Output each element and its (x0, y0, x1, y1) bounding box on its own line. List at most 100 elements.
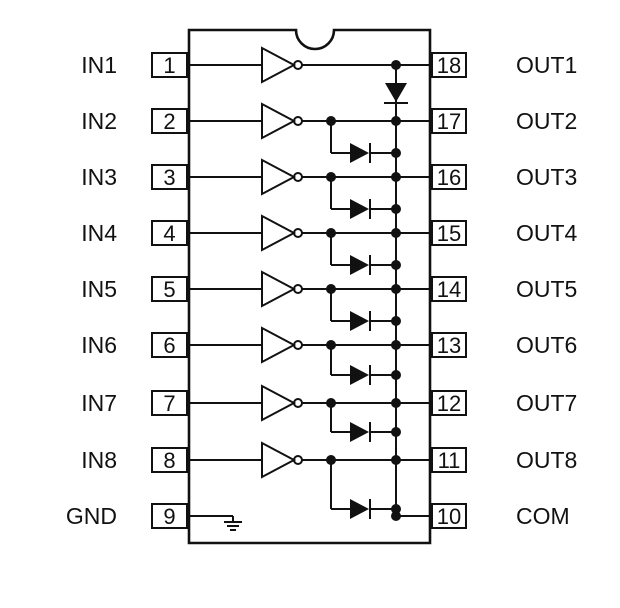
diode-icon (350, 255, 369, 275)
pin-number: 2 (163, 109, 175, 134)
driver-channel (187, 326, 396, 364)
pin-box (431, 220, 467, 246)
left-pin: IN8 8 (81, 447, 188, 473)
driver-channel (187, 46, 396, 84)
driver-channel (187, 214, 396, 252)
right-pin: 14 OUT5 (391, 276, 577, 302)
right-pin: 10 COM (391, 503, 570, 529)
pin-box (431, 276, 467, 302)
driver-channel (187, 158, 396, 196)
clamp-diode (330, 345, 401, 385)
right-pin: 17 OUT2 (391, 108, 577, 134)
pin-number: 7 (163, 391, 175, 416)
right-pin: 11 OUT8 (391, 447, 577, 473)
clamp-diode (330, 121, 401, 163)
inverter-icon (261, 270, 297, 308)
driver-channel (187, 441, 396, 479)
left-pin: IN7 7 (81, 390, 188, 416)
pin-label: OUT6 (516, 332, 577, 358)
pin-box (431, 447, 467, 473)
left-pin: GND 9 (66, 503, 188, 529)
right-pin: 16 OUT3 (391, 164, 577, 190)
inverter-icon (261, 102, 297, 140)
left-pin: IN2 2 (81, 108, 188, 134)
inverter-icon (261, 158, 297, 196)
left-pin: IN4 4 (81, 220, 188, 246)
pin-label: GND (66, 503, 117, 529)
pin-box (431, 164, 467, 190)
pin-label: IN6 (81, 332, 117, 358)
pin-number: 11 (438, 448, 461, 473)
pin-label: IN4 (81, 220, 117, 246)
clamp-diode (384, 83, 408, 104)
pin-label: IN8 (81, 447, 117, 473)
pin-number: 16 (437, 165, 461, 190)
junction-dot (391, 427, 401, 437)
pin-number: 8 (163, 448, 175, 473)
diode-icon (385, 83, 407, 102)
junction-dot (391, 260, 401, 270)
pin-number: 10 (437, 504, 461, 529)
clamp-diode (330, 289, 401, 331)
diode-icon (350, 143, 369, 163)
inverter-icon (261, 384, 297, 422)
driver-channel (187, 384, 396, 422)
junction-dot (391, 148, 401, 158)
diode-icon (350, 311, 369, 331)
pin-number: 17 (437, 109, 461, 134)
pin-box (431, 503, 467, 529)
diode-icon (350, 365, 369, 385)
pin-label: COM (516, 503, 570, 529)
ground-icon (187, 515, 242, 531)
diode-icon (350, 199, 369, 219)
right-pin: 18 OUT1 (391, 52, 577, 78)
left-pin: IN3 3 (81, 164, 188, 190)
pin-label: IN2 (81, 108, 117, 134)
clamp-diode (330, 233, 401, 275)
pin-label: OUT7 (516, 390, 577, 416)
pin-number: 13 (437, 333, 461, 358)
channel-group (187, 46, 408, 531)
pin-label: OUT5 (516, 276, 577, 302)
pin-number: 18 (437, 53, 461, 78)
pin-label: OUT1 (516, 52, 577, 78)
junction-dot (391, 504, 401, 514)
diode-icon (350, 422, 369, 442)
right-pin: 13 OUT6 (391, 332, 577, 358)
junction-dot (391, 370, 401, 380)
clamp-diode (330, 403, 401, 442)
pin-box (431, 332, 467, 358)
inverter-icon (261, 214, 297, 252)
pin-number: 9 (163, 504, 175, 529)
pin-box (431, 390, 467, 416)
clamp-diode (330, 460, 401, 519)
diode-icon (350, 499, 369, 519)
pin-label: OUT8 (516, 447, 577, 473)
driver-channel (187, 102, 396, 140)
pin-box (431, 52, 467, 78)
pin-number: 1 (163, 53, 175, 78)
pin-label: OUT2 (516, 108, 577, 134)
pin-label: IN5 (81, 276, 117, 302)
inverter-icon (261, 326, 297, 364)
pin-label: OUT3 (516, 164, 577, 190)
junction-dot (391, 204, 401, 214)
pin-label: IN7 (81, 390, 117, 416)
pin-label: IN3 (81, 164, 117, 190)
pin-number: 6 (163, 333, 175, 358)
pin-number: 4 (163, 221, 175, 246)
pin-number: 3 (163, 165, 175, 190)
pin-number: 14 (437, 277, 461, 302)
pin-box (431, 108, 467, 134)
pin-label: IN1 (81, 52, 117, 78)
left-pin: IN6 6 (81, 332, 188, 358)
driver-channel (187, 270, 396, 308)
pin-number: 15 (437, 221, 461, 246)
inverter-icon (261, 46, 297, 84)
